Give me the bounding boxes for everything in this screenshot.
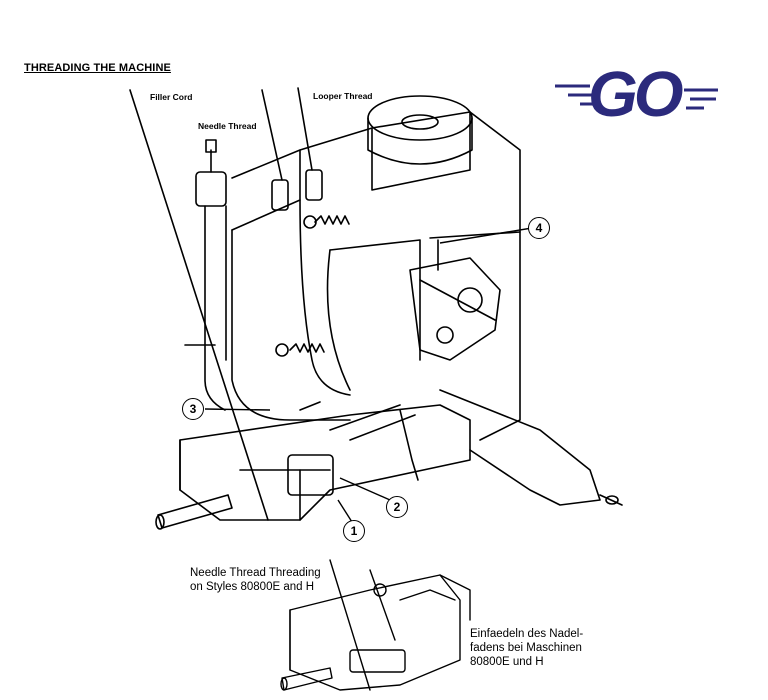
needle-thread-label: Needle Thread (198, 121, 257, 131)
thread-spool (195, 171, 227, 207)
page-title: THREADING THE MACHINE (24, 62, 171, 74)
looper-mechanism (409, 257, 501, 361)
tension-spring-upper (314, 215, 350, 225)
filler-cord-leader (129, 89, 269, 521)
go-logo (555, 84, 718, 110)
pulley-top (367, 95, 473, 141)
needle-thread-guide (271, 179, 289, 211)
needle-thread-leader (261, 89, 283, 181)
inset-detail (280, 559, 471, 691)
callout-1: 1 (343, 520, 365, 542)
looper-thread-label: Looper Thread (313, 91, 373, 101)
filler-cord-label: Filler Cord (150, 92, 193, 102)
machine-base (179, 404, 471, 521)
go-logo-text: GO (588, 58, 684, 130)
presser-foot (287, 454, 334, 496)
inset-caption-en: Needle Thread Threading on Styles 80800E… (190, 567, 321, 593)
looper-thread-leader (297, 87, 313, 171)
drive-shaft (157, 494, 233, 529)
callout-4: 4 (528, 217, 550, 239)
callout-3: 3 (182, 398, 204, 420)
machine-housing (231, 111, 521, 441)
inset-caption-de: Einfaedeln des Nadel- fadens bei Maschin… (470, 628, 584, 668)
callout-2: 2 (386, 496, 408, 518)
lever-arm (439, 389, 601, 506)
looper-thread-guide (305, 169, 323, 201)
tension-spring-lower (289, 343, 325, 353)
